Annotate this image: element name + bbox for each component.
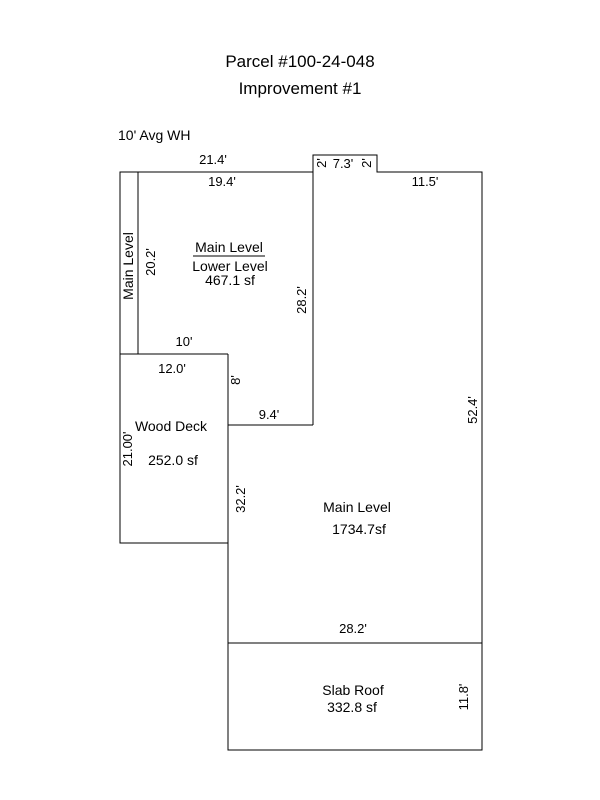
dim-bump-left: 2' [314, 158, 329, 168]
deck-name: Wood Deck [135, 418, 208, 434]
upper-area-top-label: Main Level [195, 239, 263, 255]
dim-strip-height: 20.2' [143, 248, 158, 276]
building-outline [119, 154, 483, 751]
slab-area: 332.8 sf [327, 699, 377, 715]
dim-ledge: 9.4' [259, 407, 280, 422]
deck-area: 252.0 sf [148, 452, 198, 468]
improvement-subtitle: Improvement #1 [238, 79, 362, 98]
dim-top-inner: 19.4' [208, 174, 236, 189]
dim-deck-top: 12.0' [158, 361, 186, 376]
dim-main-bottom: 28.2' [339, 621, 367, 636]
dim-bump-width: 7.3' [333, 156, 354, 171]
slab-name: Slab Roof [322, 682, 384, 698]
main-level-name: Main Level [323, 499, 391, 515]
dim-upper-right-side: 28.2' [294, 286, 309, 314]
dim-strip-bottom: 10' [176, 334, 193, 349]
dim-bump-right: 2' [359, 158, 374, 168]
dim-deck-side-left: 21.00' [120, 431, 135, 466]
dim-slab-side: 11.8' [456, 684, 471, 711]
upper-area-bottom-label: Lower Level [192, 258, 268, 274]
dim-right-side: 52.4' [465, 396, 480, 424]
wall-height-note: 10' Avg WH [118, 127, 191, 143]
dim-top-right: 11.5' [412, 174, 439, 189]
dim-deck-side-right: 8' [228, 375, 243, 385]
strip-label: Main Level [120, 232, 136, 300]
parcel-title: Parcel #100-24-048 [225, 52, 375, 71]
dim-main-left: 32.2' [233, 485, 248, 513]
dim-top-overall: 21.4' [199, 152, 227, 167]
main-level-area: 1734.7sf [332, 521, 386, 537]
upper-area-size: 467.1 sf [205, 272, 255, 288]
